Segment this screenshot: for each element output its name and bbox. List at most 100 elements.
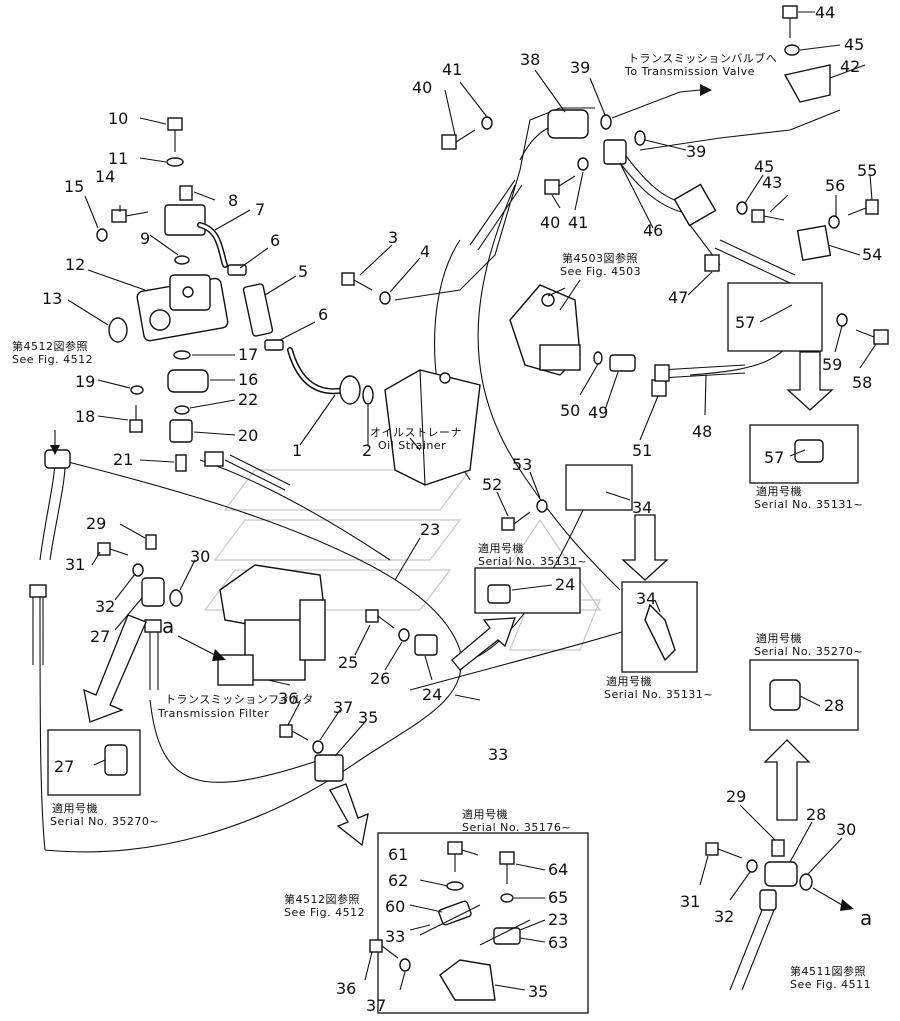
callout: 21: [113, 450, 133, 469]
callout: 37: [366, 996, 386, 1015]
bolt-64: [499, 851, 515, 884]
callout: 47: [668, 288, 688, 307]
washer-56: [828, 215, 840, 229]
serial-jp-label-28: 適用号機: [756, 631, 802, 645]
callout: 6: [270, 231, 280, 250]
washer-15: [96, 228, 108, 242]
callout: 46: [643, 221, 663, 240]
fitting-29-left: [145, 534, 157, 550]
bolt-25: [365, 609, 395, 629]
serial-label-34: Serial No. 35131~: [604, 688, 713, 701]
callout: 26: [370, 669, 390, 688]
callout: 29: [726, 787, 746, 806]
washer-45-lower: [736, 201, 748, 215]
connector-27-left: [141, 577, 165, 607]
bolt-40-lower: [544, 175, 576, 195]
callout: 8: [228, 191, 238, 210]
detail-box-27: [47, 614, 147, 796]
callout: 15: [64, 177, 84, 196]
callout: 44: [815, 3, 835, 22]
callout: 34: [632, 498, 652, 517]
ref-a-arrow: [177, 635, 226, 661]
o-ring-2: [362, 385, 374, 405]
elbow-pipe-7: [164, 204, 228, 268]
detail-box-57: [727, 282, 859, 484]
see-fig-4503-en-label: See Fig. 4503: [560, 265, 641, 278]
bolt-14: [111, 209, 149, 223]
callout: 55: [857, 161, 877, 180]
clamp-24: [414, 634, 438, 656]
serial-label-24: Serial No. 35131~: [478, 555, 587, 568]
callout: 62: [388, 871, 408, 890]
flange-16: [167, 369, 209, 393]
hose-23-end: [204, 451, 224, 467]
callout: 40: [540, 213, 560, 232]
hose-left-end-b: [144, 619, 162, 633]
to-valve-en-label: To Transmission Valve: [624, 65, 755, 78]
bracket-46: [673, 183, 717, 227]
o-ring-30-right: [799, 873, 813, 891]
to-valve-jp-label: トランスミッションバルブへ: [628, 51, 777, 65]
detail-box-24: [451, 567, 581, 671]
bolt-36: [279, 724, 309, 741]
see-fig-4512-detail-en: See Fig. 4512: [284, 906, 365, 919]
washer-32-left: [132, 563, 144, 577]
detail-box-35176: [329, 783, 589, 1014]
detail-box-28: [749, 659, 859, 821]
callout: 35: [358, 708, 378, 727]
connector-28-right: [764, 861, 798, 887]
serial-label-35176: Serial No. 35176~: [462, 821, 571, 834]
o-ring-50: [593, 351, 603, 365]
oil-strainer-jp-label: オイルストレーナ: [370, 426, 462, 439]
callout: 52: [482, 475, 502, 494]
fitting-21: [175, 454, 187, 472]
callout: 31: [680, 892, 700, 911]
bolt-31-left: [97, 542, 129, 556]
bolt-52: [501, 511, 531, 531]
clamp-6-lower: [264, 339, 284, 351]
hose-48-end: [654, 364, 670, 382]
callout: 25: [338, 653, 358, 672]
callout: 19: [75, 372, 95, 391]
o-ring-39-upper: [600, 114, 612, 130]
callout: 34: [636, 589, 656, 608]
bolt-55: [847, 199, 879, 216]
hose-5: [242, 283, 274, 337]
callout: 32: [95, 597, 115, 616]
leader-to-transmission-valve: [394, 84, 841, 301]
callout: 22: [238, 390, 258, 409]
ref-a-left: a: [162, 614, 174, 638]
bolt-40-upper: [441, 129, 476, 150]
clamp-6-upper: [227, 264, 247, 276]
fitting-29-right: [771, 839, 785, 857]
callout: 60: [385, 897, 405, 916]
callout: 31: [65, 555, 85, 574]
callout: 43: [762, 173, 782, 192]
see-fig-4511-en-label: See Fig. 4511: [790, 978, 871, 991]
callout: 2: [362, 441, 372, 460]
callout: 14: [95, 167, 115, 186]
bolt-61: [447, 841, 463, 872]
oil-strainer: [384, 369, 481, 486]
callout: 1: [292, 441, 302, 460]
bolt-10: [167, 117, 183, 152]
callout-numbers: 1 2 3 4 5 6 6 7 8 9 10 11 12 13 14 15 16…: [42, 3, 882, 1015]
callout: 4: [420, 242, 430, 261]
callout: 27: [90, 627, 110, 646]
callout: 18: [75, 407, 95, 426]
bracket-35-detail: [439, 959, 496, 1001]
o-ring-39-lower: [634, 130, 646, 146]
clamp-54: [796, 224, 832, 262]
callout: 12: [65, 255, 85, 274]
bolt-58: [855, 329, 889, 345]
oil-strainer-en-label: Oil Strainer: [378, 439, 446, 452]
serial-jp-label-34: 適用号機: [606, 674, 652, 688]
washer-41-upper: [481, 116, 493, 130]
callout: 28: [824, 696, 844, 715]
bolt-3: [341, 272, 373, 291]
trans-filter-en-label: Transmission Filter: [157, 707, 269, 720]
hydraulic-pump: [136, 274, 229, 342]
callout: 48: [692, 422, 712, 441]
bolt-31-right: [705, 842, 743, 859]
